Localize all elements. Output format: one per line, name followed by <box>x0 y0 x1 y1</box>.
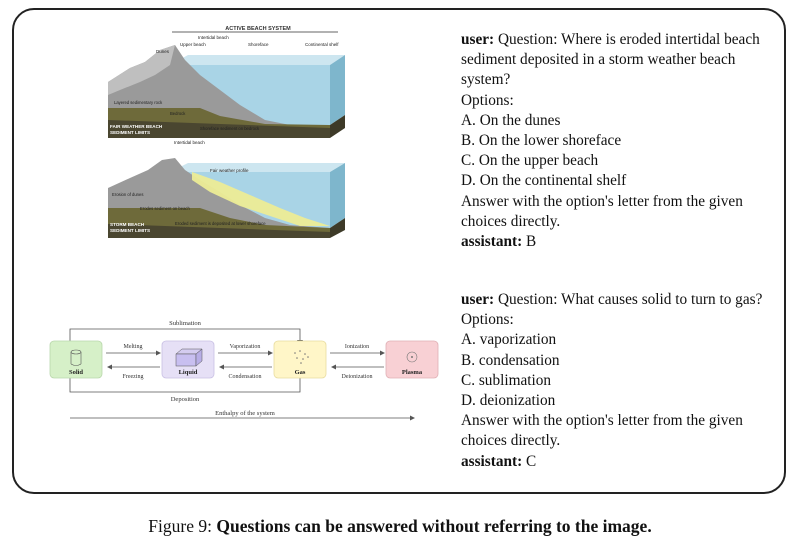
qa1-option-a: A. On the dunes <box>461 111 561 129</box>
cylinder-icon <box>70 349 82 366</box>
qa2-option-c: C. sublimation <box>461 371 552 389</box>
label-vaporization: Vaporization <box>230 344 261 350</box>
gas-particles-icon <box>294 350 309 364</box>
label-deionization: Deionization <box>342 374 373 380</box>
plasma-atom-icon <box>406 351 418 363</box>
qa1-question: user: Question: Where is eroded intertid… <box>461 30 779 91</box>
qa1-question-text: Question: Where is eroded intertidal bea… <box>461 31 760 89</box>
top-label-dunes: Dunes <box>156 49 170 54</box>
state-box-gas <box>273 340 327 379</box>
state-box-solid <box>49 340 103 379</box>
state-box-plasma <box>385 340 439 379</box>
qa2-option-b: B. condensation <box>461 351 560 369</box>
top-caption-line1: FAIR WEATHER BEACH <box>110 124 163 129</box>
fair-weather-block: ACTIVE BEACH SYSTEM Dunes Upper beach In… <box>108 26 345 138</box>
qa1-option-b: B. On the lower shoreface <box>461 132 622 150</box>
bottom-label-erosion: Erosion of dunes <box>112 192 143 197</box>
figure-caption: Figure 9: Questions can be answered with… <box>0 516 800 537</box>
state-liquid-label: Liquid <box>179 369 198 376</box>
qa2-assistant-prefix: assistant: <box>461 452 523 470</box>
bottom-label-fair-profile: Fair weather profile <box>210 168 249 173</box>
qa1-assistant-prefix: assistant: <box>461 233 523 251</box>
qa2-question: user: Question: What causes solid to tur… <box>461 290 779 310</box>
label-sublimation: Sublimation <box>169 320 202 327</box>
bottom-label-erodes: Erodes sediment on beach <box>140 206 190 211</box>
state-gas-label: Gas <box>295 369 306 376</box>
beach-system-figure: ACTIVE BEACH SYSTEM Dunes Upper beach In… <box>108 26 345 238</box>
qa-block-1: user: Question: Where is eroded intertid… <box>461 30 779 252</box>
state-plasma-label: Plasma <box>402 369 423 376</box>
qa1-instruction: Answer with the option's letter from the… <box>461 192 743 230</box>
top-label-shelf: Continental shelf <box>305 42 339 47</box>
label-deposition: Deposition <box>171 396 200 403</box>
bottom-label-deposited: Eroded sediment is deposited at lower sh… <box>175 221 266 226</box>
example-frame <box>12 8 786 494</box>
phase-change-figure: Sublimation Deposition Solid Liquid Gas … <box>49 320 439 421</box>
qa2-option-a: A. vaporization <box>461 331 557 349</box>
enthalpy-axis-label: Enthalpy of the system <box>215 410 275 417</box>
qa2-answer: assistant: C <box>461 452 779 472</box>
qa2-options-label: Options: <box>461 311 514 329</box>
top-label-intertidal-beach: Intertidal beach <box>198 35 229 40</box>
label-freezing: Freezing <box>123 374 144 380</box>
qa1-answer: assistant: B <box>461 232 779 252</box>
top-label-rock: Layered sedimentary rock <box>114 100 163 105</box>
bottom-label-intertidal: Intertidal beach <box>174 140 205 145</box>
top-caption-line2: SEDIMENT LIMITS <box>110 130 150 135</box>
label-ionization: Ionization <box>345 344 369 350</box>
qa2-question-text: Question: What causes solid to turn to g… <box>497 291 763 308</box>
top-label-bedrock: Bedrock <box>170 111 186 116</box>
top-label-upper-beach: Upper beach <box>180 42 206 47</box>
caption-text: Questions can be answered without referr… <box>216 516 652 536</box>
qa1-answer-text: B <box>526 233 537 251</box>
top-label-shoreface: Shoreface <box>248 42 269 47</box>
caption-prefix: Figure 9: <box>148 516 212 536</box>
label-condensation: Condensation <box>229 374 262 380</box>
bottom-caption-line1: STORM BEACH <box>110 222 145 227</box>
liquid-cube-icon <box>175 348 203 367</box>
qa1-option-c: C. On the upper beach <box>461 152 599 170</box>
qa2-user-prefix: user: <box>461 291 495 308</box>
qa1-user-prefix: user: <box>461 31 495 48</box>
qa1-options-label: Options: <box>461 91 514 109</box>
label-melting: Melting <box>124 344 143 350</box>
qa1-option-d: D. On the continental shelf <box>461 172 627 190</box>
top-label-shoreface-sediment: Shoreface sediment on bedrock <box>200 126 260 131</box>
qa2-option-d: D. deionization <box>461 392 556 410</box>
qa2-instruction: Answer with the option's letter from the… <box>461 412 743 450</box>
active-beach-title: ACTIVE BEACH SYSTEM <box>225 26 291 32</box>
qa-block-2: user: Question: What causes solid to tur… <box>461 290 779 472</box>
storm-block: Intertidal beach Fair weather profile Er… <box>108 140 345 238</box>
state-solid-label: Solid <box>69 369 83 376</box>
qa2-answer-text: C <box>526 452 537 470</box>
bottom-caption-line2: SEDIMENT LIMITS <box>110 228 150 233</box>
